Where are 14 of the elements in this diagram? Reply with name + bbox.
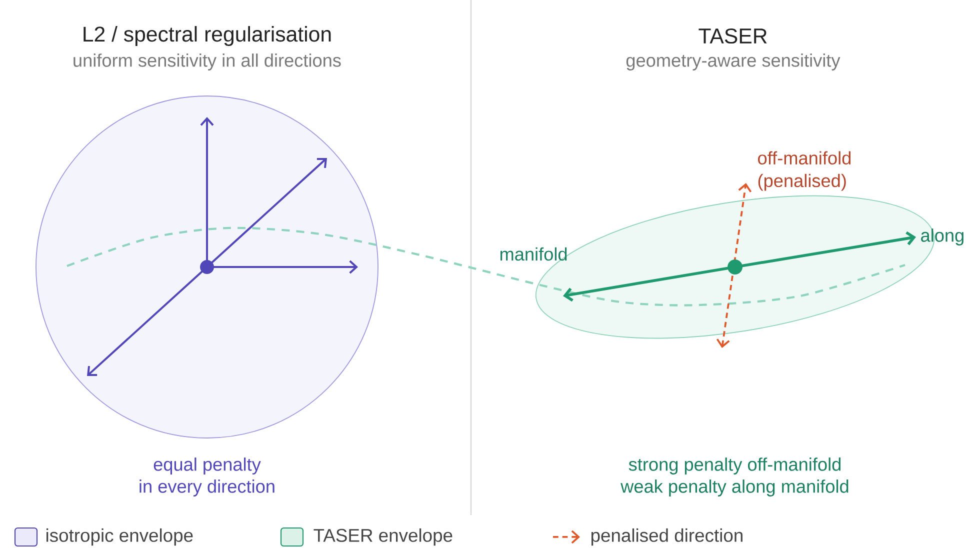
caption: strong penalty off-manifold [628, 458, 840, 474]
direction-label: manifold [500, 247, 567, 261]
caption: equal penalty [154, 458, 261, 474]
legend-label: TASER envelope [314, 528, 452, 546]
caption: weak penalty along manifold [620, 480, 848, 496]
subheading: uniform sensitivity in all directions [74, 54, 341, 70]
subheading: geometry-aware sensitivity [626, 54, 840, 70]
heading: L2 / spectral regularisation [84, 26, 331, 46]
legend-label: penalised direction [591, 528, 742, 546]
heading: TASER [698, 28, 767, 44]
legend-label: isotropic envelope [46, 528, 193, 546]
caption: in every direction [140, 480, 274, 496]
direction-label: off-manifold (penalised) [758, 151, 850, 191]
direction-label: along [921, 228, 964, 246]
